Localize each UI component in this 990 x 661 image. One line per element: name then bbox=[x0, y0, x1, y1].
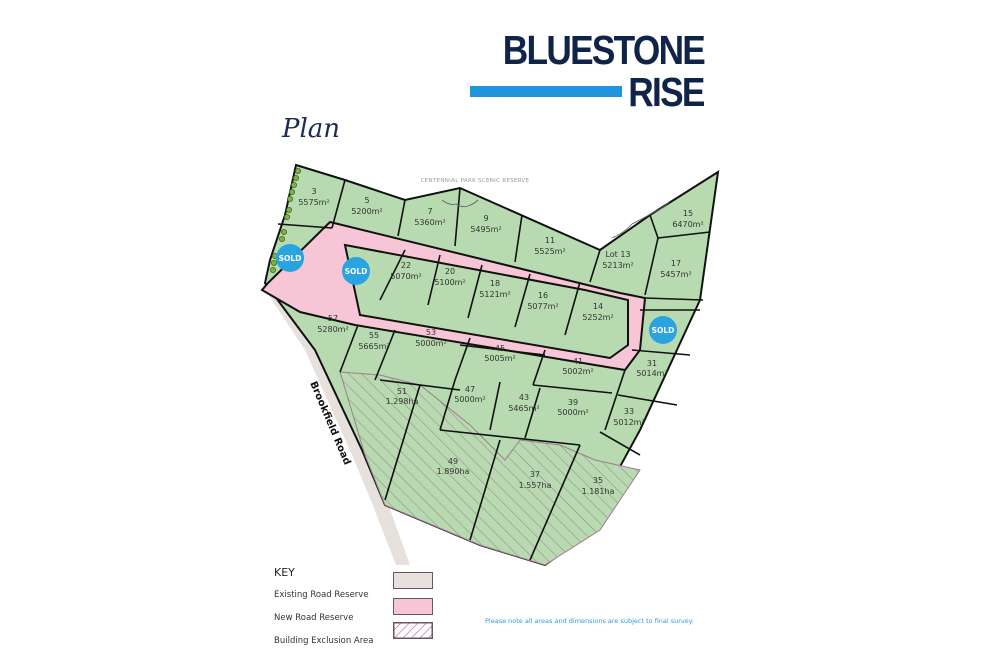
svg-text:37: 37 bbox=[530, 470, 540, 479]
svg-text:6470m²: 6470m² bbox=[672, 220, 703, 229]
building-exclusion-area bbox=[339, 371, 641, 566]
vegetation-line bbox=[441, 199, 479, 208]
svg-text:SOLD: SOLD bbox=[652, 326, 675, 335]
tree-markers bbox=[269, 167, 301, 273]
svg-text:SOLD: SOLD bbox=[345, 267, 368, 276]
svg-text:1.890ha: 1.890ha bbox=[437, 467, 470, 476]
svg-text:15: 15 bbox=[683, 209, 693, 218]
svg-text:57: 57 bbox=[328, 314, 338, 323]
svg-text:5495m²: 5495m² bbox=[470, 225, 501, 234]
svg-text:53: 53 bbox=[426, 328, 436, 337]
key-label-existing-road: Existing Road Reserve bbox=[274, 590, 369, 600]
svg-text:5280m²: 5280m² bbox=[317, 325, 348, 334]
svg-text:Lot 13: Lot 13 bbox=[605, 250, 630, 259]
svg-text:5121m²: 5121m² bbox=[479, 290, 510, 299]
key-label-exclusion-area: Building Exclusion Area bbox=[274, 636, 374, 646]
svg-text:18: 18 bbox=[490, 279, 500, 288]
svg-text:5012m²: 5012m² bbox=[613, 418, 644, 427]
sold-badge: SOLD bbox=[649, 316, 677, 344]
svg-text:9: 9 bbox=[483, 214, 488, 223]
key-title: KEY bbox=[274, 566, 295, 579]
new-road-reserve bbox=[260, 220, 647, 372]
svg-text:5002m²: 5002m² bbox=[562, 367, 593, 376]
svg-text:47: 47 bbox=[465, 385, 475, 394]
reserve-label: CENTENNIAL PARK SCENIC RESERVE bbox=[421, 178, 530, 184]
svg-text:55: 55 bbox=[369, 331, 379, 340]
svg-text:5360m²: 5360m² bbox=[414, 218, 445, 227]
sold-badge: SOLD bbox=[276, 244, 304, 272]
svg-text:5465m²: 5465m² bbox=[508, 404, 539, 413]
svg-text:SOLD: SOLD bbox=[279, 254, 302, 263]
svg-text:5100m²: 5100m² bbox=[434, 278, 465, 287]
svg-text:43: 43 bbox=[519, 393, 529, 402]
svg-text:5665m²: 5665m² bbox=[358, 342, 389, 351]
svg-text:5005m²: 5005m² bbox=[484, 354, 515, 363]
existing-road-reserve bbox=[262, 283, 410, 565]
key-swatch-new-road bbox=[393, 598, 433, 615]
svg-text:5000m²: 5000m² bbox=[454, 395, 485, 404]
key-swatch-existing-road bbox=[393, 572, 433, 589]
svg-text:5575m²: 5575m² bbox=[298, 198, 329, 207]
svg-text:33: 33 bbox=[624, 407, 634, 416]
svg-text:5252m²: 5252m² bbox=[582, 313, 613, 322]
accent-bar bbox=[470, 86, 622, 97]
svg-text:45: 45 bbox=[495, 344, 505, 353]
svg-text:5014m²: 5014m² bbox=[636, 369, 667, 378]
svg-text:41: 41 bbox=[573, 357, 583, 366]
svg-text:5: 5 bbox=[364, 196, 369, 205]
lot-labels: 3 5575m² 5 5200m² 7 5360m² 9 5495m² 11 5525m²… bbox=[298, 187, 703, 496]
svg-text:5077m²: 5077m² bbox=[527, 302, 558, 311]
svg-text:5525m²: 5525m² bbox=[534, 247, 565, 256]
svg-text:11: 11 bbox=[545, 236, 555, 245]
svg-text:5213m²: 5213m² bbox=[602, 261, 633, 270]
svg-text:1.557ha: 1.557ha bbox=[519, 481, 552, 490]
svg-text:17: 17 bbox=[671, 259, 681, 268]
svg-text:5000m²: 5000m² bbox=[557, 408, 588, 417]
svg-text:5000m²: 5000m² bbox=[415, 339, 446, 348]
svg-text:51: 51 bbox=[397, 387, 407, 396]
svg-text:3: 3 bbox=[311, 187, 316, 196]
development-title-line2: RISE bbox=[628, 69, 706, 115]
svg-text:31: 31 bbox=[647, 359, 657, 368]
development-title-line1: BLUESTONE bbox=[502, 27, 706, 73]
svg-text:20: 20 bbox=[445, 267, 455, 276]
svg-text:5457m²: 5457m² bbox=[660, 270, 691, 279]
svg-text:5070m²: 5070m² bbox=[390, 272, 421, 281]
sold-badge: SOLD bbox=[342, 257, 370, 285]
vegetation-line bbox=[611, 201, 670, 239]
svg-text:1.298ha: 1.298ha bbox=[386, 397, 419, 406]
key-swatch-exclusion-area bbox=[393, 622, 433, 639]
svg-text:1.181ha: 1.181ha bbox=[582, 487, 615, 496]
plan-heading: Plan bbox=[282, 114, 341, 144]
svg-text:5200m²: 5200m² bbox=[351, 207, 382, 216]
svg-text:35: 35 bbox=[593, 476, 603, 485]
svg-text:49: 49 bbox=[448, 457, 458, 466]
svg-text:39: 39 bbox=[568, 398, 578, 407]
key-label-new-road: New Road Reserve bbox=[274, 613, 354, 623]
svg-text:14: 14 bbox=[593, 302, 603, 311]
svg-text:7: 7 bbox=[427, 207, 432, 216]
lot-boundaries bbox=[277, 179, 711, 561]
svg-text:16: 16 bbox=[538, 291, 548, 300]
svg-text:22: 22 bbox=[401, 261, 411, 270]
survey-disclaimer: Please note all areas and dimensions are… bbox=[485, 617, 694, 625]
